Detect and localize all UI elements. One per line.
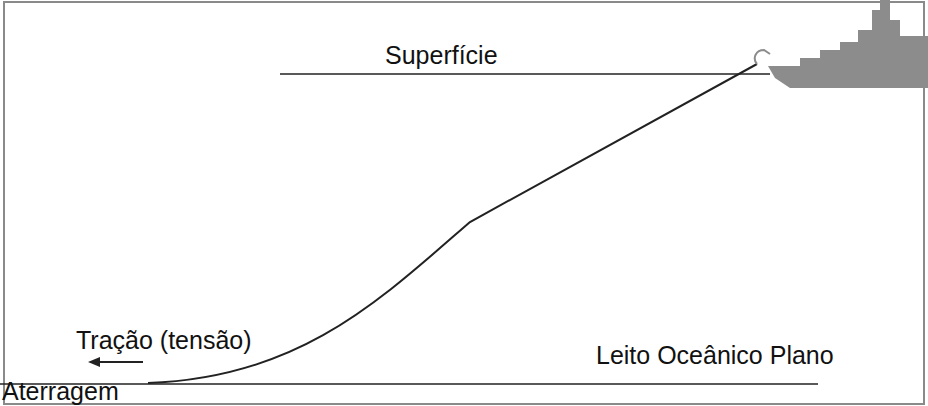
cable-sheave (755, 50, 770, 64)
seabed-line (0, 383, 818, 385)
seabed-label: Leito Oceânico Plano (596, 342, 834, 370)
ship (768, 0, 928, 88)
surface-line (280, 73, 770, 75)
tension-label: Tração (tensão) (76, 327, 252, 355)
tension-arrow (98, 361, 143, 363)
tension-arrowhead (88, 357, 100, 367)
surface-label: Superfície (385, 42, 498, 70)
frame (4, 2, 924, 404)
landing-label: Aterragem (2, 378, 119, 406)
